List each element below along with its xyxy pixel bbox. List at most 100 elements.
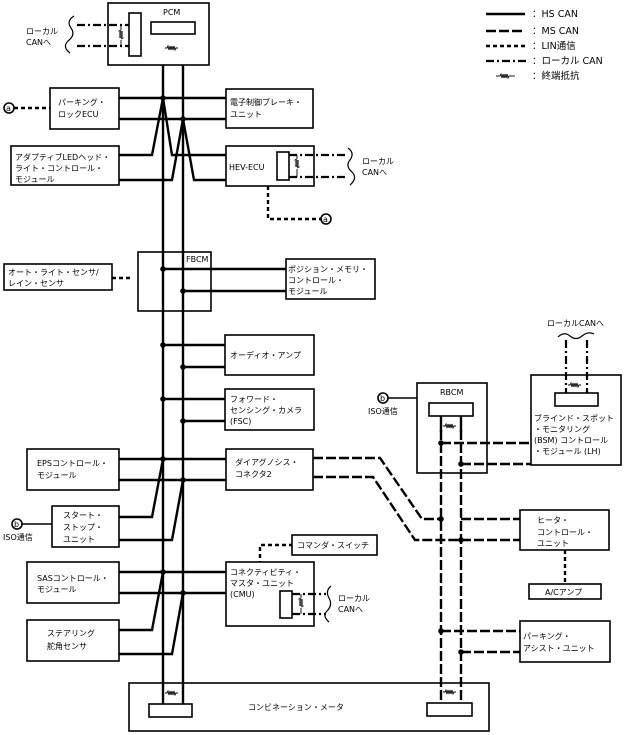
sas-box [26, 561, 120, 604]
audio-amp-box [224, 334, 315, 376]
pcm-label: PCM [163, 8, 180, 17]
legend-lin-label: ：LIN通信 [532, 40, 576, 52]
auto-light-sensor-box [3, 263, 113, 291]
steering-angle-sensor-box [26, 619, 120, 662]
legend-resistor-icon [496, 72, 515, 80]
module-label: (BSM) コントロール [534, 436, 608, 445]
pcm-local-resistor-icon [117, 29, 125, 40]
adaptive-led-box [10, 145, 120, 186]
module-label: ダイアグノシス・ [235, 457, 298, 467]
module-label: パーキング・ [58, 97, 106, 107]
iso-comm-label: ISO通信 [368, 406, 398, 416]
local-can-label: CANへ [26, 38, 51, 47]
module-label: アシスト・ユニット [523, 644, 595, 653]
module-label: オーディオ・アンプ [230, 350, 301, 360]
commander-switch-box [291, 534, 378, 556]
module-label: SASコントロール・ [37, 574, 109, 583]
module-label: A/Cアンプ [545, 588, 582, 597]
local-can-label: ローカル [26, 27, 58, 36]
marker-a-circle [320, 213, 332, 225]
legend-ms-can-label: ：MS CAN [532, 26, 579, 37]
module-label: ライト・コントロール・ [15, 164, 103, 173]
module-label: ヒータ・ [537, 516, 569, 525]
pcm-local-connector [128, 12, 142, 57]
module-label: ユニット [537, 539, 569, 548]
electronic-brake-box [225, 88, 314, 129]
wavy-break-icon [347, 147, 356, 186]
meter-label: コンビネーション・メータ [248, 703, 344, 712]
pcm-connector [150, 21, 196, 35]
marker-b-circle [11, 518, 23, 530]
module-label: ユニット [63, 535, 95, 544]
module-label: ブラインド・スポット [534, 413, 614, 423]
module-label: パーキング・ [523, 631, 571, 641]
module-label: マスタ・ユニット [230, 579, 294, 588]
module-label: モジュール [37, 585, 76, 594]
parking-assist-box [519, 620, 611, 663]
rbcm-module: RBCM [416, 382, 488, 474]
local-can-label: ローカルCANへ [547, 319, 604, 328]
module-label: ポジション・メモリ・ [288, 265, 368, 274]
heater-control-box [519, 509, 610, 551]
bsm-module: ローカルCANへ ブラインド・スポット ・モニタリング (BSM) コントロール… [530, 319, 622, 466]
module-label: センシング・カメラ [230, 405, 302, 415]
hev-ecu-module: HEV-ECU ローカル CANへ [225, 145, 394, 187]
marker-b-label: b [14, 520, 19, 529]
module-label: ユニット [230, 110, 262, 119]
wavy-break-icon [557, 332, 595, 340]
ac-amp-box [528, 583, 602, 600]
module-label: (FSC) [230, 417, 251, 426]
local-can-label: ローカル [338, 594, 370, 603]
module-label: ストップ・ [63, 523, 103, 532]
wavy-break-icon [64, 15, 75, 54]
position-memory-box [285, 258, 376, 300]
marker-a-label: a [323, 215, 328, 224]
iso-comm-label: ISO通信 [3, 532, 33, 542]
module-label: モジュール [288, 287, 327, 296]
fsc-box [224, 388, 315, 431]
module-label: アダプティブLEDヘッド・ [15, 152, 110, 162]
module-label: EPSコントロール・ [37, 459, 108, 468]
hev-ecu-label: HEV-ECU [229, 163, 265, 172]
module-label: モジュール [37, 471, 76, 480]
module-label: ステアリング [47, 628, 95, 638]
module-label: コントロール・ [537, 528, 593, 537]
eps-box [26, 448, 120, 491]
local-can-label: ローカル [362, 157, 394, 166]
module-label: コネクタ2 [235, 470, 272, 479]
legend-local-can-label: ：ローカル CAN [532, 56, 603, 67]
marker-b-circle [377, 392, 389, 404]
module-label: ・モニタリング [534, 424, 590, 434]
module-label: ロックECU [58, 110, 99, 119]
module-label: スタート・ [63, 511, 103, 520]
cmu-module: コネクティビティ・ マスタ・ユニット (CMU) ローカル CANへ [225, 561, 370, 627]
module-label: レイン・センサ [8, 279, 64, 288]
legend: ：HS CAN ：MS CAN ：LIN通信 ：ローカル CAN ：終端抵抗 [486, 9, 603, 82]
wavy-break-icon [324, 585, 332, 623]
module-label: コネクティビティ・ [230, 568, 301, 577]
module-label: (CMU) [230, 590, 255, 599]
lin-line [266, 186, 321, 221]
fbcm-box [137, 251, 212, 312]
local-can-label: CANへ [362, 168, 387, 177]
fbcm-label: FBCM [186, 255, 209, 264]
parking-lock-ecu-box [49, 87, 120, 130]
module-label: 舵角センサ [47, 641, 87, 651]
marker-a-circle [3, 102, 15, 114]
rbcm-terminal-resistor-icon [443, 422, 456, 430]
pcm-terminal-resistor-icon [165, 44, 178, 52]
module-label: コマンダ・スイッチ [297, 540, 369, 550]
module-label: フォワード・ [230, 395, 278, 404]
rbcm-label: RBCM [440, 388, 463, 397]
pcm-module: PCM ローカル CANへ [26, 2, 210, 66]
combination-meter-module: コンビネーション・メータ [128, 682, 490, 732]
module-label: オート・ライト・センサ/ [8, 268, 99, 277]
diag-connector-box [225, 448, 314, 491]
marker-b-label: b [380, 394, 385, 403]
start-stop-box [51, 505, 120, 548]
legend-hs-can-label: ：HS CAN [532, 9, 578, 20]
legend-resistor-label: ：終端抵抗 [532, 70, 580, 82]
local-can-label: CANへ [338, 605, 363, 614]
module-label: ・モジュール (LH) [534, 447, 601, 456]
